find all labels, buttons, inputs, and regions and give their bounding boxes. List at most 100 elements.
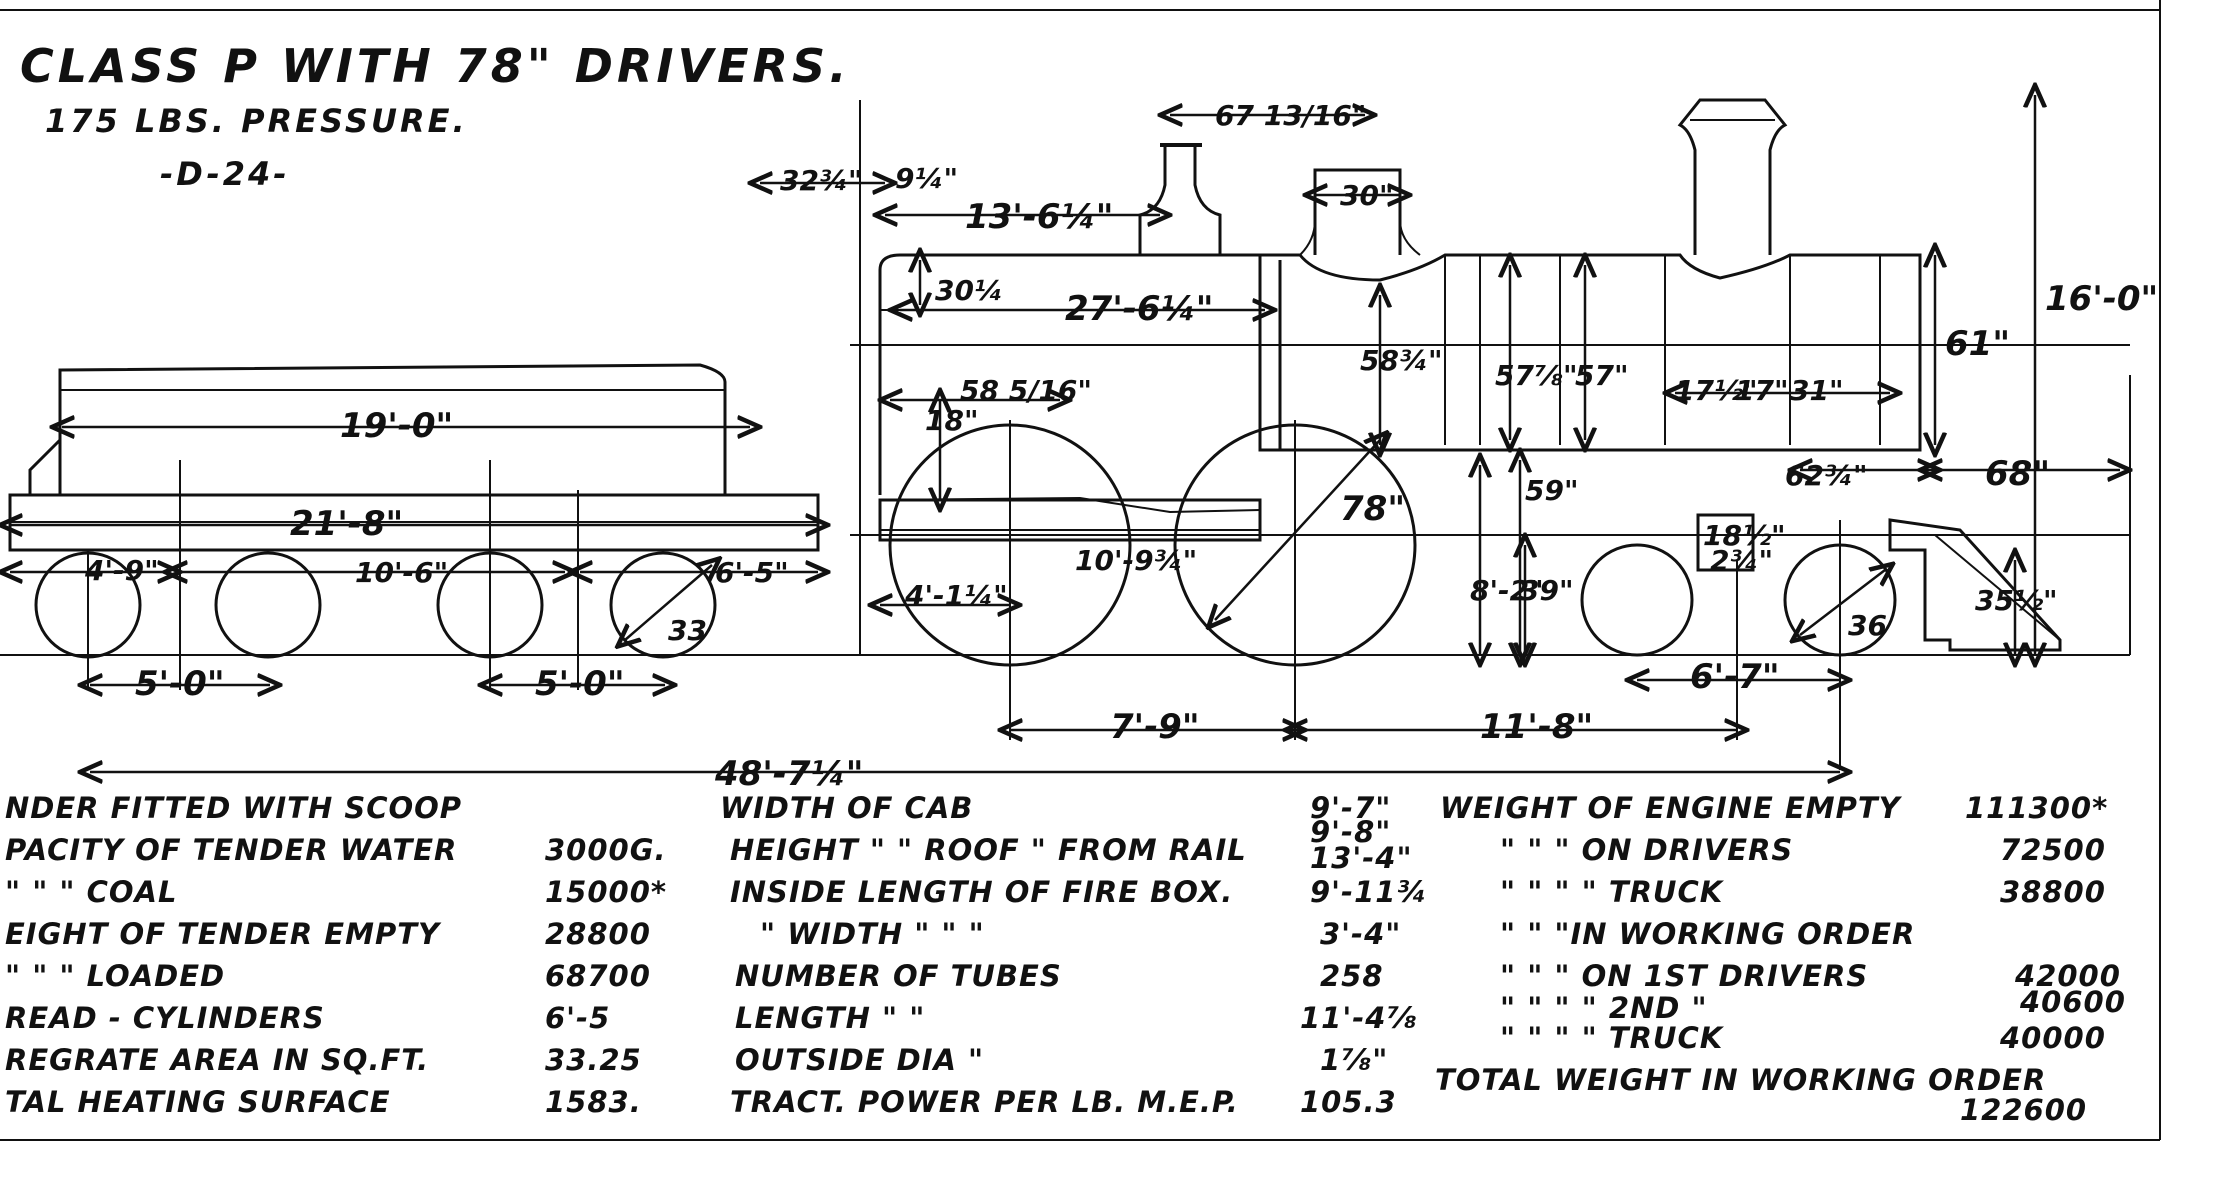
tender-rear-overhang-label: 6'-5" — [715, 556, 789, 589]
spec-value: 9'-7" — [1310, 791, 1391, 825]
spec-value: 15000* — [545, 875, 667, 909]
spec-label: " " " " TRUCK — [1500, 1021, 1725, 1055]
spec-label: PACITY OF TENDER WATER — [5, 833, 457, 867]
spec-value: 13'-4" — [1310, 841, 1413, 875]
spec-label: " " "IN WORKING ORDER — [1500, 917, 1915, 951]
dim-cab-overhang: 9¼" — [895, 162, 958, 195]
dim-boiler-centerline: 8'-2" — [1470, 574, 1544, 607]
spec-value: 3'-4" — [1320, 917, 1401, 951]
dim-truck-wheel-dia: 36 — [1848, 609, 1887, 642]
dim-firebox-height: 58¾" — [1360, 344, 1443, 377]
tender-truck-wheelbase-2-label: 5'-0" — [535, 664, 625, 704]
spec-label: " " " ON DRIVERS — [1500, 833, 1793, 867]
specs-table: NDER FITTED WITH SCOOP PACITY OF TENDER … — [5, 791, 2126, 1127]
spec-value: 258 — [1320, 959, 1384, 993]
tender-frame-length-label: 21'-8" — [290, 504, 403, 544]
spec-label: " " " LOADED — [5, 959, 225, 993]
tender-wheelbase-label: 10'-6" — [355, 556, 448, 589]
spec-label: " " " " TRUCK — [1500, 875, 1725, 909]
specs-col3: WEIGHT OF ENGINE EMPTY 111300* " " " ON … — [1435, 791, 2126, 1127]
tender-front-wheelbase-label: 4'-9" — [84, 554, 159, 587]
dim-total-wheelbase: 48'-7¼" — [714, 754, 863, 794]
spec-value: 122600 — [1960, 1093, 2087, 1127]
dim-stack-offset-1: 17½" — [1675, 374, 1758, 407]
dim-driver-diameter: 78" — [1340, 489, 1405, 529]
spec-label: " " " ON 1ST DRIVERS — [1500, 959, 1868, 993]
tender-wheels — [34, 551, 715, 659]
dim-rear-overhang: 4'-1¼" — [904, 579, 1008, 612]
spec-value: 38800 — [2000, 875, 2106, 909]
dim-smokebox-length: 31" — [1790, 374, 1844, 407]
dim-boiler-dia-1: 57⅞" — [1495, 359, 1578, 392]
dim-boiler-dia-2: 57" — [1575, 359, 1629, 392]
tender-truck-wheelbase-1-label: 5'-0" — [135, 664, 225, 704]
dim-dome-to-dome: 67 13/16" — [1215, 99, 1366, 132]
spec-value: 1⅞" — [1320, 1043, 1388, 1077]
locomotive-wheels — [888, 420, 1895, 770]
drawing-title: CLASS P WITH 78" DRIVERS. — [20, 39, 851, 93]
spec-value: 1583. — [545, 1085, 642, 1119]
spec-label: READ - CYLINDERS — [5, 1001, 325, 1035]
tender-length-label: 19'-0" — [340, 406, 453, 446]
tender-wheel-diameter-label: 33 — [668, 614, 707, 647]
spec-value: 72500 — [2000, 833, 2106, 867]
spec-label: TAL HEATING SURFACE — [5, 1085, 391, 1119]
spec-label: " " " COAL — [5, 875, 177, 909]
dim-firebox-depth: 18" — [925, 404, 979, 437]
spec-label: NUMBER OF TUBES — [735, 959, 1062, 993]
spec-value: 3000G. — [545, 833, 667, 867]
dim-stack-offset-2: 17" — [1735, 374, 1789, 407]
spec-label: TOTAL WEIGHT IN WORKING ORDER — [1435, 1063, 2046, 1097]
sheet-border — [0, 0, 2161, 1141]
dim-firebox-length: 27'-6¼" — [1065, 289, 1213, 329]
spec-value: 42000 — [2014, 959, 2121, 993]
spec-label: " " " " 2ND " — [1500, 991, 1708, 1025]
spec-label: " WIDTH " " " — [760, 917, 985, 951]
spec-label: WEIGHT OF ENGINE EMPTY — [1440, 791, 1903, 825]
dim-frame-height: 39" — [1520, 574, 1574, 607]
locomotive-dimensions: 32¾" 9¼" 13'-6¼" 67 13/16" 30" 30¼ 27'-6… — [90, 95, 2158, 794]
dim-cylinder-offset: 2¾" — [1710, 544, 1773, 577]
spec-label: EIGHT OF TENDER EMPTY — [5, 917, 442, 951]
spec-value: 9'-8" — [1310, 815, 1391, 849]
spec-value: 40000 — [1999, 1021, 2106, 1055]
dim-running-board: 59" — [1525, 474, 1579, 507]
dim-cab-to-drivers: 10'-9¾" — [1075, 544, 1197, 577]
spec-value: 9'-11¾ — [1310, 875, 1427, 909]
dim-smokebox-dia: 61" — [1945, 324, 2010, 364]
dim-truck-wheelbase: 6'-7" — [1690, 657, 1780, 697]
spec-value: 105.3 — [1300, 1085, 1397, 1119]
dim-firebox-wheel: 58 5/16" — [960, 374, 1092, 407]
dim-cab-to-dome: 13'-6¼" — [965, 197, 1113, 237]
dim-overall-height: 16'-0" — [2045, 279, 2158, 319]
dim-truck-to-front: 62¾" — [1785, 459, 1868, 492]
spec-label: HEIGHT " " ROOF " FROM RAIL — [730, 833, 1247, 867]
dim-cylinder-dia: 18½" — [1703, 519, 1786, 552]
spec-value: 68700 — [545, 959, 651, 993]
spec-value: 28800 — [545, 917, 651, 951]
tender-dimensions: 19'-0" 21'-8" 4'-9" 10'-6" 6'-5" 33 5'-0… — [10, 406, 818, 704]
spec-label: INSIDE LENGTH OF FIRE BOX. — [730, 875, 1233, 909]
specs-col2: WIDTH OF CAB 9'-7" HEIGHT " " ROOF " FRO… — [720, 791, 1427, 1119]
spec-label: OUTSIDE DIA " — [735, 1043, 984, 1077]
spec-value: 6'-5 — [545, 1001, 610, 1035]
spec-label: TRACT. POWER PER LB. M.E.P. — [730, 1085, 1239, 1119]
dim-pilot-height: 35½" — [1975, 584, 2058, 617]
spec-label: REGRATE AREA IN SQ.FT. — [5, 1043, 429, 1077]
spec-label: LENGTH " " — [735, 1001, 925, 1035]
dim-cab-height: 30¼ — [935, 274, 1003, 307]
specs-col1: NDER FITTED WITH SCOOP PACITY OF TENDER … — [5, 791, 667, 1119]
dim-front-overhang: 68" — [1985, 454, 2050, 494]
pressure-note: 175 LBS. PRESSURE. — [45, 102, 468, 140]
spec-value: 11'-4⅞ — [1300, 1001, 1417, 1035]
drawing-number: -D-24- — [160, 155, 290, 193]
spec-label: NDER FITTED WITH SCOOP — [5, 791, 462, 825]
dim-driver-wheelbase: 7'-9" — [1110, 707, 1200, 747]
dim-dome-width: 30" — [1340, 179, 1394, 212]
spec-label: WIDTH OF CAB — [720, 791, 973, 825]
dim-cab-to-tender: 32¾" — [780, 164, 863, 197]
dim-driver-to-truck: 11'-8" — [1480, 707, 1593, 747]
spec-value: 40600 — [2019, 985, 2126, 1019]
spec-value: 33.25 — [545, 1043, 642, 1077]
